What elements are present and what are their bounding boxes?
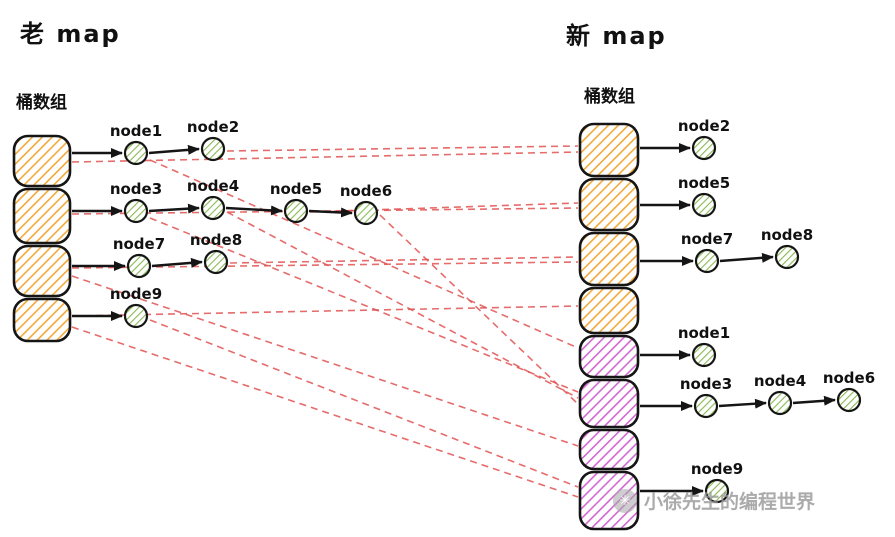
new-arrow-to-node6 <box>792 395 836 406</box>
new-node5-circle <box>691 192 717 218</box>
new-bucket-4 <box>578 334 640 379</box>
new-node2-label: node2 <box>678 117 730 135</box>
new-arrow-to-node4 <box>718 398 767 409</box>
new-node6-circle <box>836 387 862 413</box>
old-arrow-to-node5 <box>225 205 283 216</box>
new-node5-label: node5 <box>678 174 730 192</box>
old-node1-label: node1 <box>110 122 162 140</box>
rehash-link-old-bucket-2-to-new-bucket-6 <box>71 275 579 447</box>
rehash-link-node6-to-new-bucket-5 <box>379 214 579 405</box>
old-node7-label: node7 <box>113 235 165 253</box>
watermark: ✳ 小徐先生的编程世界 <box>613 487 815 514</box>
old-node6-circle <box>353 200 379 226</box>
new-node1-circle <box>691 342 717 368</box>
old-node3-circle <box>123 198 149 224</box>
new-bucket-5 <box>578 378 640 429</box>
new-node4-circle <box>767 390 793 416</box>
old-bucket-1 <box>12 187 72 245</box>
old-node2-label: node2 <box>187 118 239 136</box>
new-map-title: 新 map <box>566 22 667 50</box>
new-node6-label: node6 <box>823 369 875 387</box>
new-node9-label: node9 <box>691 460 743 478</box>
old-arrow-to-node2 <box>148 144 200 155</box>
old-node6-label: node6 <box>340 182 392 200</box>
old-node3-label: node3 <box>110 180 162 198</box>
old-node4-label: node4 <box>187 177 239 195</box>
old-node1-circle <box>123 140 149 166</box>
new-node1-label: node1 <box>678 324 730 342</box>
new-node9-circle <box>704 478 730 504</box>
new-arrow-to-node8 <box>719 252 774 263</box>
old-bucket-0 <box>12 134 72 188</box>
old-node4-circle <box>200 195 226 221</box>
new-node2-circle <box>691 135 717 161</box>
new-bucket-array-label: 桶数组 <box>584 87 635 107</box>
new-bucket-0 <box>578 122 640 178</box>
old-bucket-2 <box>12 244 72 298</box>
old-map-title: 老 map <box>20 20 121 48</box>
rehash-link-node2-to-new-bucket-0 <box>226 145 579 152</box>
old-bucket-array-label: 桶数组 <box>16 93 67 113</box>
new-node8-circle <box>774 244 800 270</box>
rehash-link-node3-to-new-bucket-5 <box>149 217 579 393</box>
new-node7-label: node7 <box>681 230 733 248</box>
rehash-link-node8-to-new-bucket-2 <box>229 256 579 264</box>
old-node8-circle <box>203 249 229 275</box>
rehash-link-old-bucket-2-to-new-bucket-2 <box>71 261 579 269</box>
rehash-link-node5-to-new-bucket-1 <box>309 202 579 213</box>
old-bucket-3 <box>12 297 72 343</box>
rehash-link-old-bucket-0-to-new-bucket-0 <box>71 151 579 163</box>
new-node3-label: node3 <box>680 375 732 393</box>
aperture-icon: ✳ <box>613 488 637 513</box>
old-node2-circle <box>200 136 226 162</box>
old-node9-circle <box>123 303 149 329</box>
rehash-link-node4-to-new-bucket-5 <box>226 211 579 399</box>
new-bucket-2 <box>578 231 640 287</box>
new-bucket-7 <box>578 470 640 531</box>
old-node5-label: node5 <box>270 180 322 198</box>
new-node3-circle <box>693 393 719 419</box>
new-bucket-1 <box>578 177 640 232</box>
new-node8-label: node8 <box>761 226 813 244</box>
old-arrow-to-node4 <box>148 203 200 214</box>
old-node8-label: node8 <box>190 231 242 249</box>
rehash-link-node1-to-new-bucket-4 <box>149 159 579 349</box>
rehash-link-old-bucket-3-to-new-bucket-3 <box>71 305 579 317</box>
new-bucket-6 <box>578 428 640 471</box>
old-node7-circle <box>126 253 152 279</box>
rehash-link-node9-to-new-bucket-7 <box>149 319 579 488</box>
old-arrow-to-node6 <box>308 207 353 218</box>
old-node9-label: node9 <box>110 285 162 303</box>
watermark-text: 小徐先生的编程世界 <box>644 491 816 513</box>
new-node4-label: node4 <box>754 372 806 390</box>
old-arrow-to-node8 <box>151 257 203 268</box>
new-node7-circle <box>694 248 720 274</box>
new-bucket-3 <box>578 286 640 335</box>
rehash-link-old-bucket-3-to-new-bucket-7 <box>71 326 579 498</box>
old-node5-circle <box>283 198 309 224</box>
